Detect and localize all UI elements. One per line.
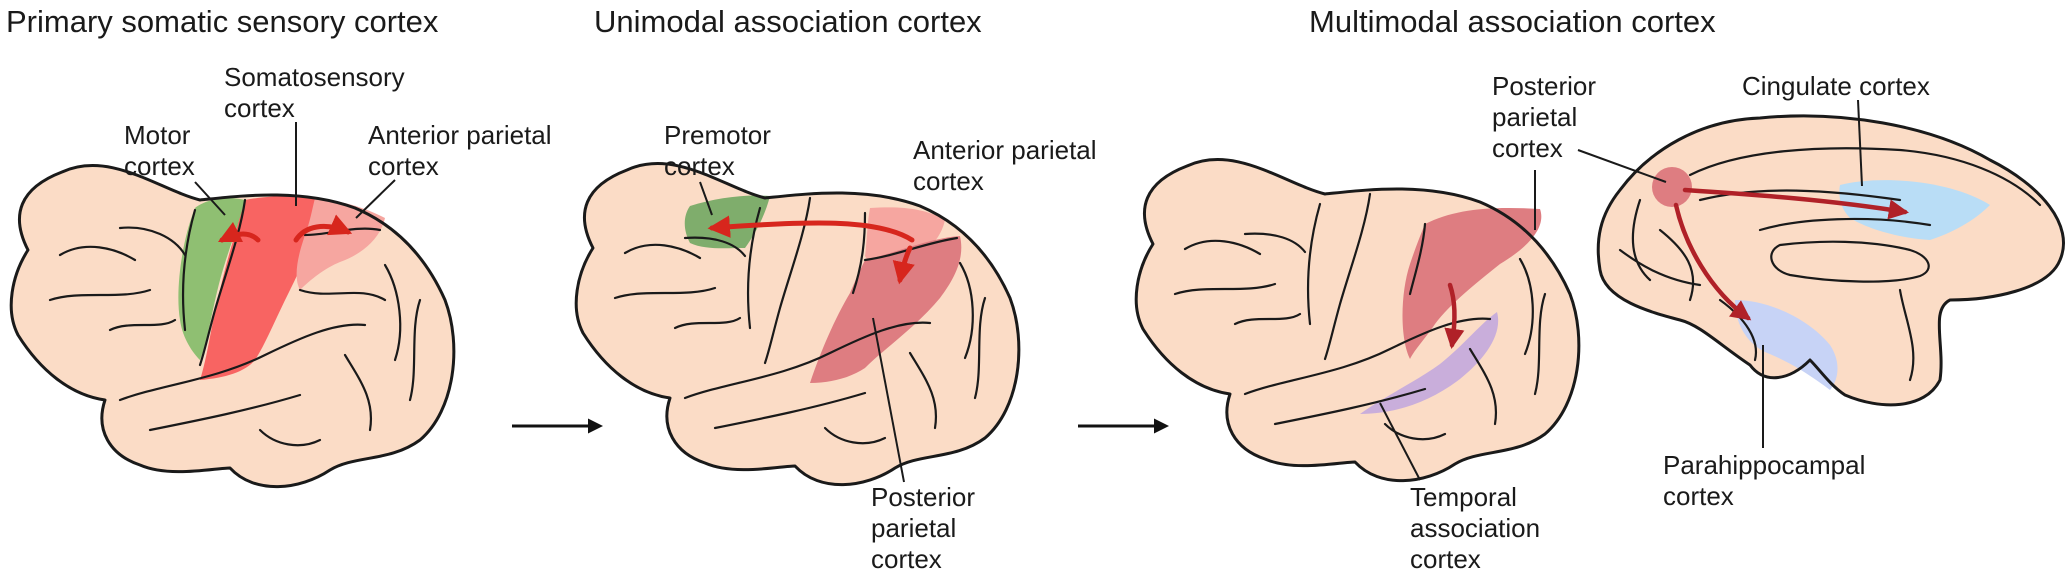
- leader-posterior-parietal-2: [872, 317, 905, 483]
- red-arrow-to-motor: [217, 221, 261, 243]
- parahippocampal-region: [1735, 300, 1838, 390]
- brain-lateral-2: [574, 161, 1021, 487]
- posterior-parietal-medial-region: [1652, 167, 1692, 207]
- panel-title-primary: Primary somatic sensory cortex: [6, 4, 439, 39]
- cingulate-region: [1839, 180, 1990, 240]
- red-arrow-to-cingulate: [1682, 187, 1909, 220]
- red-arrow-to-premotor: [707, 215, 915, 243]
- brain-lateral-1: [9, 163, 456, 489]
- posterior-parietal-region-2: [810, 236, 962, 383]
- red-arrow-to-temporal: [1444, 282, 1465, 350]
- leader-motor: [194, 181, 226, 216]
- leader-premotor: [699, 181, 713, 216]
- label-cingulate-cortex: Cingulate cortex: [1742, 71, 1930, 101]
- leader-anterior-parietal: [355, 179, 396, 219]
- posterior-parietal-region-3: [1402, 207, 1542, 359]
- temporal-association-region: [1360, 312, 1499, 414]
- red-arrow-to-parahippocampal: [1673, 202, 1752, 321]
- panel-title-unimodal: Unimodal association cortex: [594, 4, 982, 39]
- brain-lateral-3: [1134, 157, 1581, 483]
- red-arrow-to-posterior-parietal: [892, 245, 915, 285]
- leader-cingulate: [1857, 99, 1863, 187]
- leader-posterior-parietal-3: [1577, 149, 1667, 183]
- somatosensory-region: [200, 195, 316, 380]
- red-arrow-to-anterior-parietal: [293, 214, 353, 243]
- brain-medial: [1596, 114, 2066, 407]
- leader-temporal: [1379, 402, 1421, 481]
- anterior-parietal-region: [296, 198, 385, 290]
- panel-title-multimodal: Multimodal association cortex: [1309, 4, 1716, 39]
